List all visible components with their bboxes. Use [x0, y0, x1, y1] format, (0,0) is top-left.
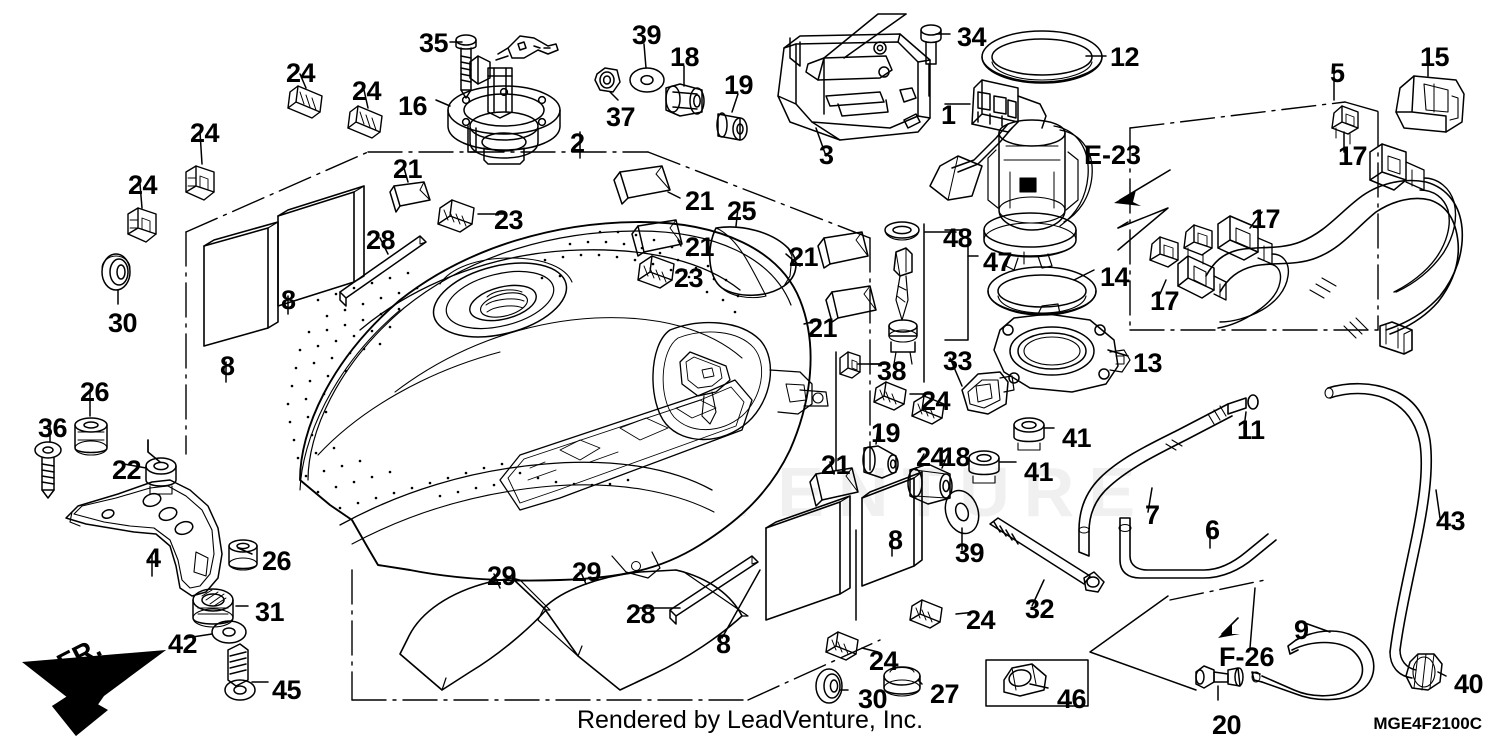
reference-label-f26[interactable]: F-26 [1219, 642, 1275, 672]
callout-number-43[interactable]: 43 [1436, 506, 1466, 536]
callout-number-33[interactable]: 33 [943, 346, 973, 376]
callout-number-37[interactable]: 37 [606, 102, 636, 132]
callout-number-24[interactable]: 24 [286, 58, 316, 88]
callout-number-47[interactable]: 47 [983, 247, 1013, 277]
callout-number-30[interactable]: 30 [858, 684, 888, 714]
callout-number-45[interactable]: 45 [272, 675, 302, 705]
callout-number-38[interactable]: 38 [877, 356, 907, 386]
callout-number-19[interactable]: 19 [724, 70, 754, 100]
callout-number-46[interactable]: 46 [1057, 684, 1087, 714]
callout-number-23[interactable]: 23 [494, 205, 524, 235]
callout-number-23[interactable]: 23 [674, 263, 704, 293]
callout-number-21[interactable]: 21 [685, 232, 715, 262]
callout-number-8[interactable]: 8 [220, 351, 235, 381]
callout-number-40[interactable]: 40 [1454, 669, 1484, 699]
callout-number-5[interactable]: 5 [1330, 58, 1345, 88]
callout-number-17[interactable]: 17 [1251, 204, 1281, 234]
callout-number-1[interactable]: 1 [941, 100, 956, 130]
callout-number-21[interactable]: 21 [685, 186, 715, 216]
callout-number-18[interactable]: 18 [941, 442, 971, 472]
callout-number-26[interactable]: 26 [262, 546, 292, 576]
callout-number-19[interactable]: 19 [871, 418, 901, 448]
callout-number-4[interactable]: 4 [146, 543, 161, 573]
render-credit: Rendered by LeadVenture, Inc. [576, 706, 924, 734]
callout-number-35[interactable]: 35 [419, 28, 449, 58]
callout-number-2[interactable]: 2 [570, 128, 585, 158]
reference-label-e23[interactable]: E-23 [1084, 140, 1142, 170]
callout-number-12[interactable]: 12 [1110, 42, 1140, 72]
callout-number-8[interactable]: 8 [281, 285, 296, 315]
callout-number-17[interactable]: 17 [1150, 286, 1180, 316]
callout-number-32[interactable]: 32 [1025, 594, 1055, 624]
callout-number-11[interactable]: 11 [1237, 415, 1265, 445]
callout-number-21[interactable]: 21 [393, 154, 423, 184]
callout-number-3[interactable]: 3 [819, 140, 834, 170]
callout-number-42[interactable]: 42 [168, 629, 198, 659]
callout-number-31[interactable]: 31 [255, 597, 285, 627]
callout-number-36[interactable]: 36 [38, 413, 68, 443]
callout-number-28[interactable]: 28 [626, 599, 656, 629]
callout-number-17[interactable]: 17 [1338, 141, 1368, 171]
callout-number-16[interactable]: 16 [398, 91, 428, 121]
callout-number-24[interactable]: 24 [869, 646, 899, 676]
callout-number-20[interactable]: 20 [1212, 710, 1242, 740]
callout-number-9[interactable]: 9 [1294, 615, 1309, 645]
callout-number-21[interactable]: 21 [808, 313, 838, 343]
callout-number-39[interactable]: 39 [955, 538, 985, 568]
front-direction-arrow [22, 650, 166, 736]
callout-number-39[interactable]: 39 [632, 20, 662, 50]
callout-number-8[interactable]: 8 [716, 629, 731, 659]
callout-number-21[interactable]: 21 [789, 242, 819, 272]
callout-number-30[interactable]: 30 [108, 308, 138, 338]
callout-number-48[interactable]: 48 [943, 223, 973, 253]
callout-number-14[interactable]: 14 [1100, 262, 1130, 292]
drawing-code: MGE4F2100C [1373, 714, 1482, 733]
callout-number-24[interactable]: 24 [921, 386, 951, 416]
callout-number-24[interactable]: 24 [966, 605, 996, 635]
callout-number-27[interactable]: 27 [930, 679, 960, 709]
callout-number-6[interactable]: 6 [1205, 515, 1220, 545]
callout-number-29[interactable]: 29 [572, 557, 602, 587]
callout-number-28[interactable]: 28 [366, 225, 396, 255]
callout-number-34[interactable]: 34 [957, 22, 987, 52]
callout-number-13[interactable]: 13 [1133, 348, 1163, 378]
callout-number-24[interactable]: 24 [190, 118, 220, 148]
callout-number-15[interactable]: 15 [1420, 42, 1450, 72]
callout-number-18[interactable]: 18 [670, 42, 700, 72]
callout-number-8[interactable]: 8 [888, 525, 903, 555]
callout-number-21[interactable]: 21 [821, 450, 851, 480]
callout-number-24[interactable]: 24 [352, 76, 382, 106]
callout-number-26[interactable]: 26 [80, 377, 110, 407]
callout-number-29[interactable]: 29 [487, 561, 517, 591]
callout-number-41[interactable]: 41 [1062, 423, 1092, 453]
callout-number-25[interactable]: 25 [727, 196, 757, 226]
callout-number-24[interactable]: 24 [128, 170, 158, 200]
callout-number-22[interactable]: 22 [112, 455, 142, 485]
callout-number-41[interactable]: 41 [1024, 457, 1054, 487]
callout-number-7[interactable]: 7 [1145, 500, 1160, 530]
callout-number-24[interactable]: 24 [916, 442, 946, 472]
